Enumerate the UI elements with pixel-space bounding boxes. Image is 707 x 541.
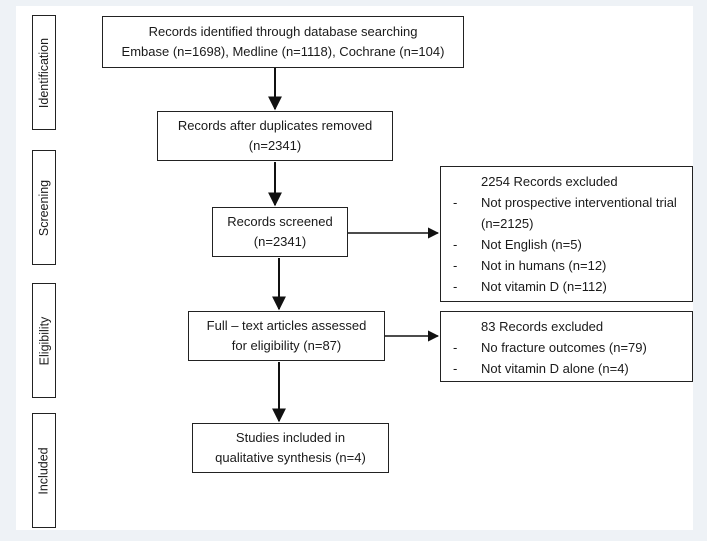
list-item: - Not prospective interventional trial (…: [453, 192, 684, 234]
duplicates-removed-line2: (n=2341): [248, 138, 302, 153]
exclusion-reason: Not in humans (n=12): [481, 258, 607, 273]
exclusion-reason: No fracture outcomes (n=79): [481, 340, 647, 355]
fulltext-assessed-line1: Full – text articles assessed: [206, 318, 367, 333]
duplicates-removed-line1: Records after duplicates removed: [177, 118, 373, 133]
stage-identification: Identification: [32, 15, 56, 130]
studies-included-line2: qualitative synthesis (n=4): [215, 450, 366, 465]
fulltext-assessed-line2: for eligibility (n=87): [231, 338, 342, 353]
eligibility-exclusions-box: 83 Records excluded - No fracture outcom…: [440, 311, 693, 382]
records-identified-box: Records identified through database sear…: [102, 16, 464, 68]
stage-screening-label: Screening: [37, 179, 52, 236]
list-item: - Not English (n=5): [453, 234, 684, 255]
bullet-dash: -: [453, 361, 458, 376]
exclusion-reason: Not vitamin D (n=112): [481, 279, 607, 294]
eligibility-exclusions-list: - No fracture outcomes (n=79) - Not vita…: [453, 337, 684, 379]
records-screened-line2: (n=2341): [253, 234, 307, 249]
bullet-dash: -: [453, 279, 458, 294]
stage-screening: Screening: [32, 150, 56, 265]
bullet-dash: -: [453, 340, 458, 355]
screening-exclusions-title: 2254 Records excluded: [481, 174, 618, 189]
records-identified-line2: Embase (n=1698), Medline (n=1118), Cochr…: [121, 44, 445, 59]
stage-eligibility: Eligibility: [32, 283, 56, 398]
screening-exclusions-box: 2254 Records excluded - Not prospective …: [440, 166, 693, 302]
bullet-dash: -: [453, 237, 458, 252]
list-item: - Not vitamin D (n=112): [453, 276, 684, 297]
stage-identification-label: Identification: [37, 37, 51, 108]
duplicates-removed-box: Records after duplicates removed (n=2341…: [157, 111, 393, 161]
eligibility-exclusions-title: 83 Records excluded: [481, 319, 604, 334]
fulltext-assessed-box: Full – text articles assessed for eligib…: [188, 311, 385, 361]
stage-included: Included: [32, 413, 56, 528]
records-screened-box: Records screened (n=2341): [212, 207, 348, 257]
list-item: - Not vitamin D alone (n=4): [453, 358, 684, 379]
list-item: - No fracture outcomes (n=79): [453, 337, 684, 358]
studies-included-line1: Studies included in: [235, 430, 346, 445]
studies-included-box: Studies included in qualitative synthesi…: [192, 423, 389, 473]
stage-included-label: Included: [37, 446, 52, 495]
exclusion-reason: Not prospective interventional trial (n=…: [481, 195, 677, 231]
records-identified-line1: Records identified through database sear…: [148, 24, 418, 39]
bullet-dash: -: [453, 195, 458, 210]
exclusion-reason: Not English (n=5): [481, 237, 582, 252]
screening-exclusions-list: - Not prospective interventional trial (…: [453, 192, 684, 297]
bullet-dash: -: [453, 258, 458, 273]
list-item: - Not in humans (n=12): [453, 255, 684, 276]
exclusion-reason: Not vitamin D alone (n=4): [481, 361, 629, 376]
records-screened-line1: Records screened: [227, 214, 333, 229]
stage-eligibility-label: Eligibility: [37, 316, 52, 365]
